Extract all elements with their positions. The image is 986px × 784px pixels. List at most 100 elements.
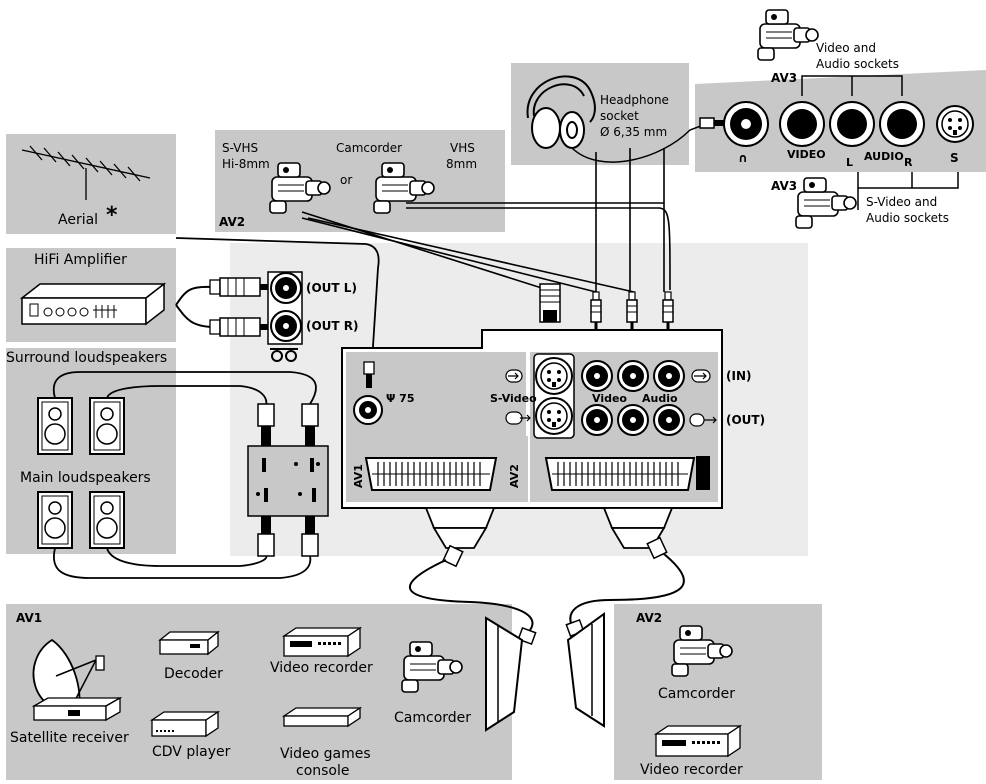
scart-socket-av1 [364,457,498,491]
out-arrow-icon-svideo [505,411,531,425]
speaker-plug-1 [257,403,275,446]
label-surround: Surround loudspeakers [6,350,167,366]
label-aerial-star: * [106,203,118,228]
svideo-in-socket [535,357,573,395]
svideo-out-socket [535,397,573,435]
label-in: (IN) [726,369,751,383]
label-video-games: Video games [280,746,371,762]
in-arrow-icon-svideo [505,369,523,383]
label-side-video: VIDEO [787,148,826,161]
camcorder-icon-av3-top [757,9,819,61]
label-socket: socket [600,109,639,123]
side-audio-r-socket [879,101,925,147]
label-camcorder-av1: Camcorder [394,710,471,726]
in-arrow-icon-rca [691,369,711,383]
video-games-console-icon [281,706,363,728]
headphone-symbol: ∩ [738,151,748,165]
label-av3-bottom: AV3 [771,179,797,193]
label-av1-vertical: AV1 [352,464,365,488]
side-svideo-socket [936,105,974,143]
speaker-junction-box [247,445,329,517]
label-satellite: Satellite receiver [10,730,129,746]
audio-r-in-socket [653,360,685,392]
speaker-plug-3 [257,516,275,557]
label-decoder: Decoder [164,666,223,682]
scart-plug-av2 [602,507,674,560]
scart-plug-av2-end [565,612,605,728]
out-arrow-icon-rca [689,413,717,427]
label-camcorder-top: Camcorder [336,141,402,155]
video-in-socket [581,360,613,392]
label-svhs: S-VHS [222,141,258,155]
out-l-socket [270,272,302,304]
label-svideo-rear: S-Video [490,392,537,405]
label-antenna-75: Ψ 75 [386,392,414,405]
camcorder-icon-av3-bottom [795,177,857,229]
hifi-plug-l [209,277,274,297]
svideo-plug-top [539,283,561,323]
label-console: console [296,763,350,779]
label-cdv: CDV player [152,744,231,760]
scart-plug-av1 [424,507,496,568]
label-svideo-and: S-Video and [866,195,937,209]
label-aerial: Aerial [58,212,98,228]
label-av2-box: AV2 [636,611,662,625]
out-r-socket [270,310,302,342]
label-video-and: Video and [816,41,876,55]
cdv-player-icon [149,710,221,738]
speaker-icon-main-2 [89,491,125,549]
label-hi8: Hi-8mm [222,157,270,171]
headphone-socket [723,101,769,147]
label-camcorder-av2: Camcorder [658,686,735,702]
speaker-icon-main-1 [37,491,73,549]
antenna-socket [353,395,383,425]
label-out: (OUT) [726,413,765,427]
label-video-recorder-av1: Video recorder [270,660,373,676]
speaker-plug-2 [301,403,319,446]
label-headphone: Headphone [600,93,669,107]
label-side-audio: AUDIO [864,150,904,163]
label-audio-rear: Audio [642,392,678,405]
video-recorder-icon-av1 [281,626,363,658]
aerial-antenna-icon [21,145,151,200]
hifi-amplifier-icon [19,282,167,326]
side-audio-l-socket [829,101,875,147]
label-audio-sockets-bottom: Audio sockets [866,211,949,225]
speaker-icon-surround-2 [89,397,125,455]
av2-top-panel [215,130,505,232]
label-av2-top: AV2 [219,215,245,229]
scart-plug-av1-end [485,616,537,732]
video-out-socket [581,404,613,436]
label-main: Main loudspeakers [20,470,151,486]
speaker-icon-surround-1 [37,397,73,455]
label-or: or [340,173,352,187]
headphones-icon [526,75,707,163]
label-video-recorder-av2: Video recorder [640,762,743,778]
label-video-rear: Video [592,392,627,405]
label-av3-top: AV3 [771,71,797,85]
label-side-l: L [846,156,853,169]
label-side-r: R [904,156,913,169]
side-video-socket [779,101,825,147]
label-out-l: (OUT L) [306,281,357,295]
audio-r-out-socket [653,404,685,436]
speaker-plug-4 [301,516,319,557]
label-out-r: (OUT R) [306,319,359,333]
hifi-plug-r [209,317,274,337]
satellite-receiver-icon [31,696,123,722]
label-8mm: 8mm [446,157,477,171]
video-recorder-icon-av2 [653,724,743,758]
audio-l-out-socket [617,404,649,436]
av1-panel [6,604,512,780]
audio-out-symbol [270,348,298,362]
label-audio-sockets: Audio sockets [816,57,899,71]
scart-socket-av2 [544,457,696,491]
label-vhs: VHS [450,141,475,155]
label-hifi: HiFi Amplifier [34,252,127,268]
label-av2-vertical: AV2 [508,464,521,488]
label-av1-box: AV1 [16,611,42,625]
decoder-icon [158,630,220,656]
label-side-s: S [950,151,959,165]
audio-l-in-socket [617,360,649,392]
